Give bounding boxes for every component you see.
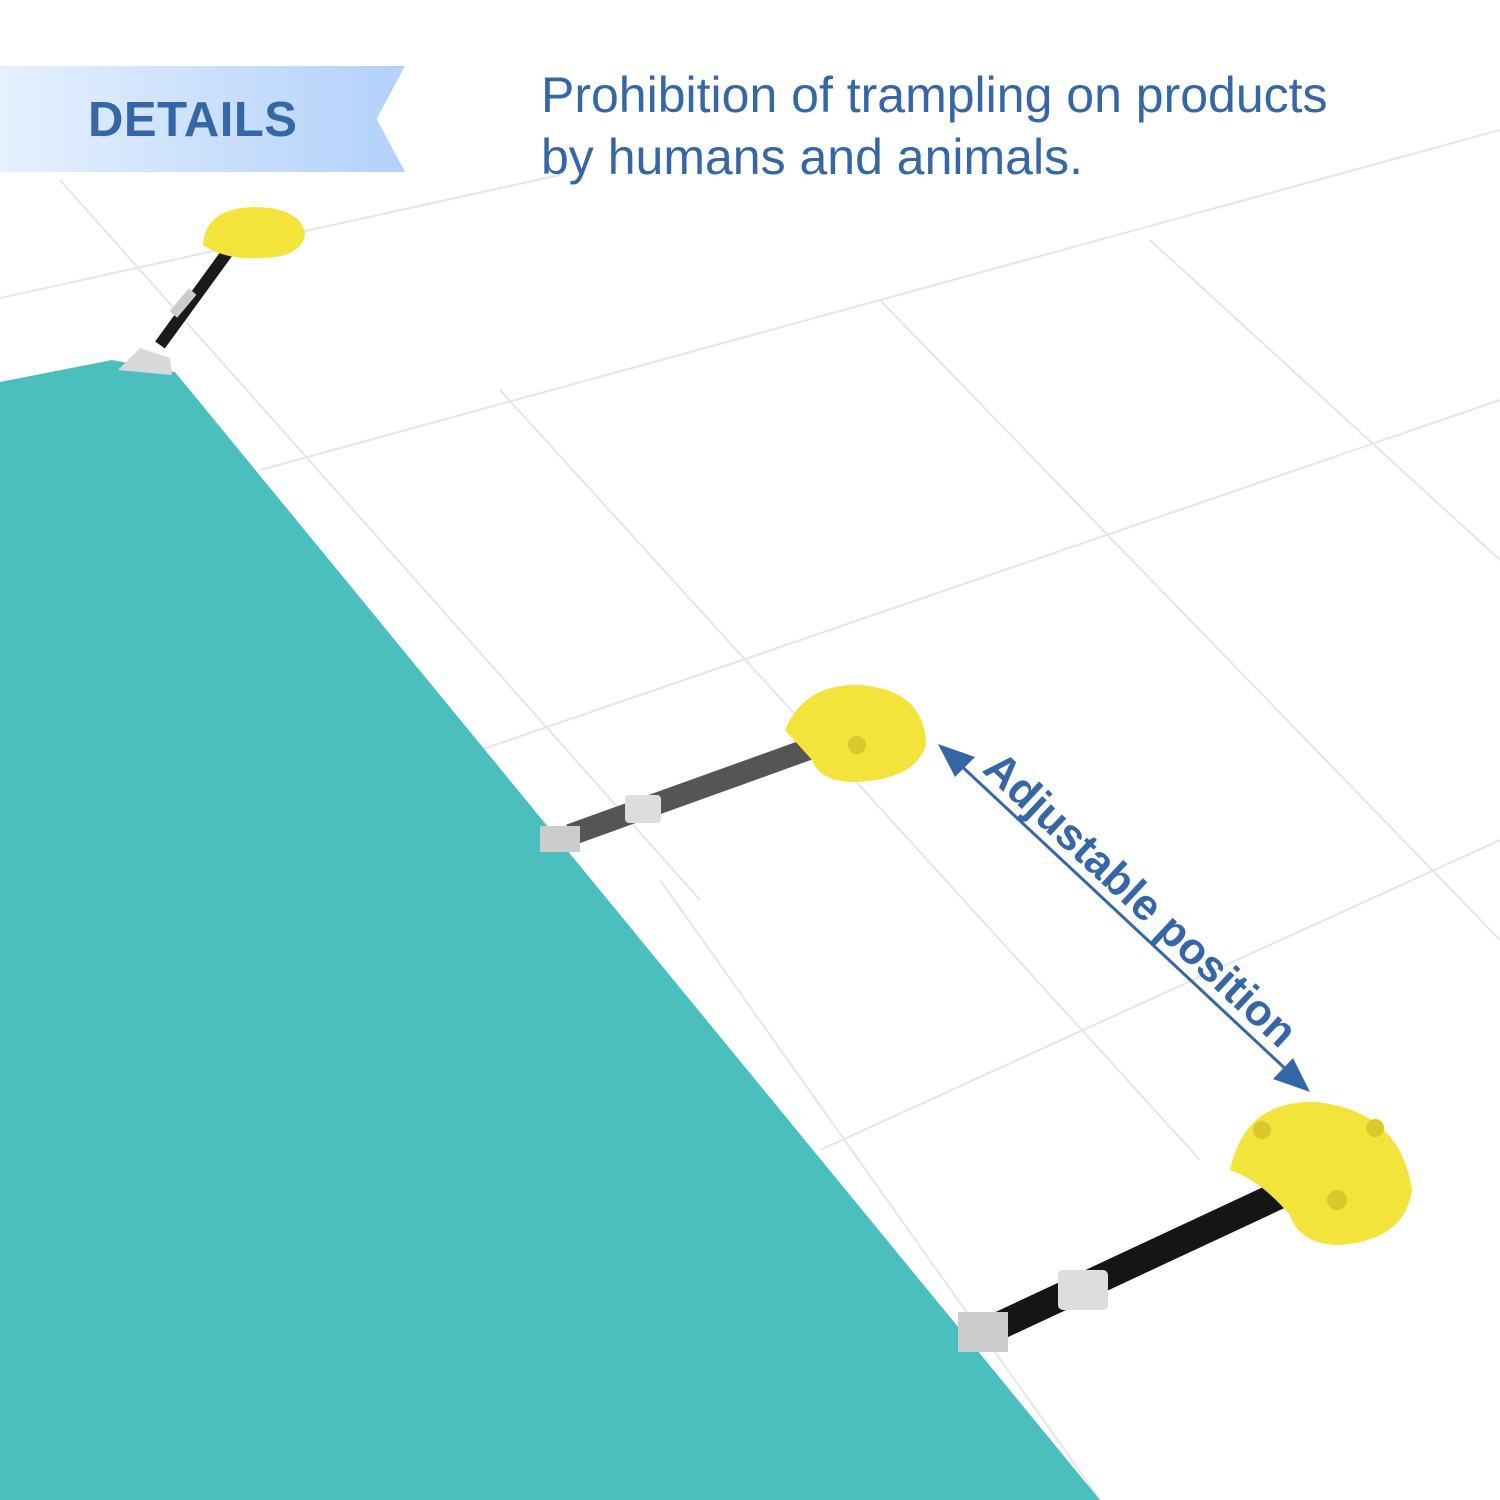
anchor-top <box>118 207 305 375</box>
pool-cover <box>0 360 1100 1500</box>
details-banner-label: DETAILS <box>88 93 298 147</box>
headline: Prohibition of trampling on products by … <box>541 64 1441 188</box>
details-banner <box>0 66 405 172</box>
headline-line-1: Prohibition of trampling on products <box>541 67 1328 123</box>
anchor-bottom <box>958 1101 1412 1352</box>
arrow-head-down <box>1273 1058 1310 1092</box>
double-arrow <box>938 744 1310 1092</box>
headline-line-2: by humans and animals. <box>541 129 1083 185</box>
anchor-middle <box>540 684 926 852</box>
arrow-head-up <box>938 744 975 777</box>
